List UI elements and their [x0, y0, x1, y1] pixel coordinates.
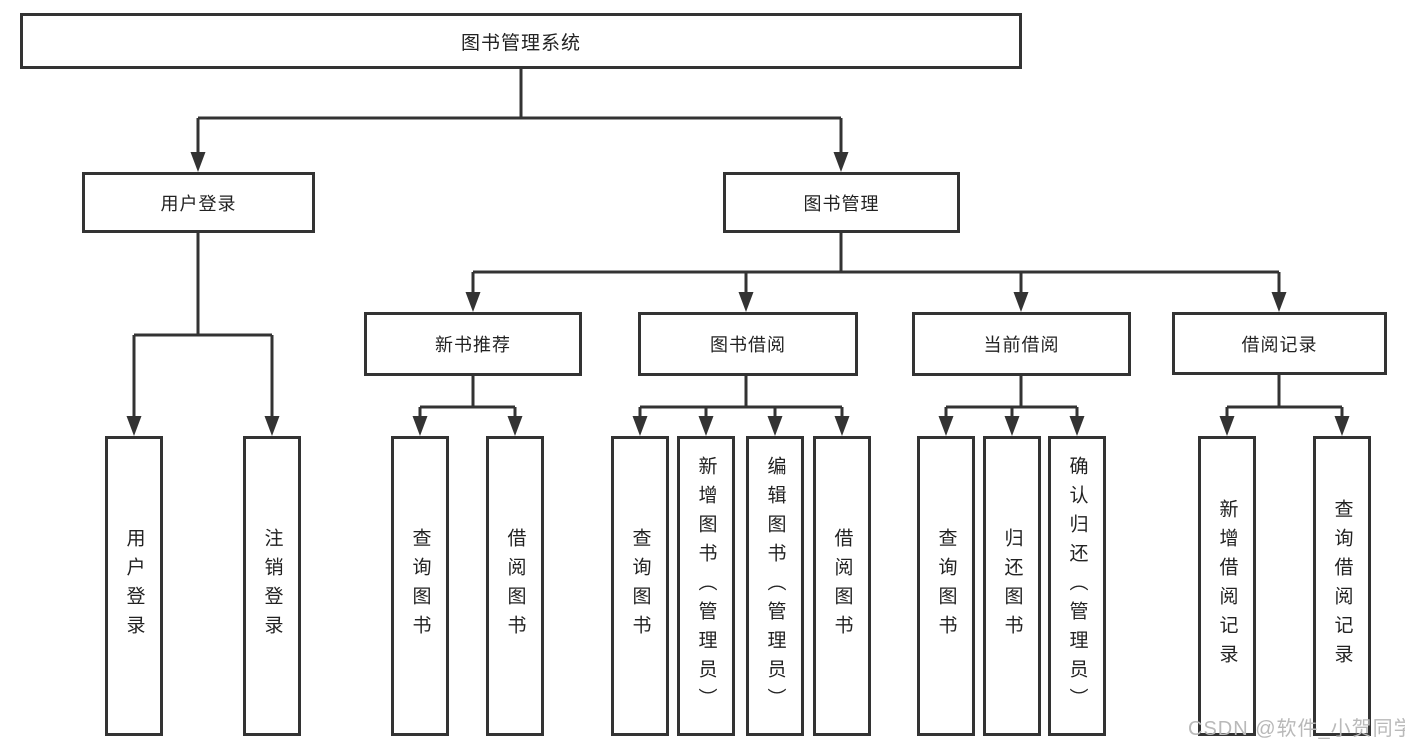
node-logout: 注销登录	[243, 436, 301, 736]
node-label: 确认归还（管理员）	[1066, 455, 1088, 717]
node-label: 归还图书	[1001, 528, 1023, 644]
node-label: 用户登录	[123, 528, 145, 644]
node-label: 新书推荐	[435, 335, 511, 355]
node-query-books-borrow: 查询图书	[611, 436, 669, 736]
node-borrow-books-borrow: 借阅图书	[813, 436, 871, 736]
node-label: 借阅图书	[504, 528, 526, 644]
node-label: 图书管理系统	[460, 32, 581, 54]
node-label: 查询图书	[629, 528, 651, 644]
node-borrow-books-recommend: 借阅图书	[486, 436, 544, 736]
node-query-books-current: 查询图书	[917, 436, 975, 736]
node-user-login-leaf: 用户登录	[105, 436, 163, 736]
node-label: 查询图书	[409, 528, 431, 644]
node-label: 用户登录	[160, 193, 237, 214]
arrowhead-icons	[126, 152, 1350, 436]
node-label: 注销登录	[261, 528, 283, 644]
node-query-books-recommend: 查询图书	[391, 436, 449, 736]
watermark: CSDN @软件_小贺同学	[1188, 718, 1405, 740]
node-query-borrow-record: 查询借阅记录	[1313, 436, 1371, 736]
node-label: 借阅图书	[831, 528, 853, 644]
node-label: 编辑图书（管理员）	[764, 455, 786, 717]
node-label: 查询借阅记录	[1331, 499, 1353, 673]
node-label: 图书管理	[803, 193, 880, 214]
node-label: 当前借阅	[983, 335, 1060, 355]
node-new-book-recommend: 新书推荐	[364, 312, 582, 376]
node-confirm-return-admin: 确认归还（管理员）	[1048, 436, 1106, 736]
node-book-borrow: 图书借阅	[638, 312, 858, 376]
node-borrow-records: 借阅记录	[1172, 312, 1387, 375]
node-label: 借阅记录	[1241, 334, 1318, 355]
node-add-book-admin: 新增图书（管理员）	[677, 436, 735, 736]
node-label: 查询图书	[935, 528, 957, 644]
node-edit-book-admin: 编辑图书（管理员）	[746, 436, 804, 736]
node-library-system: 图书管理系统	[20, 13, 1022, 69]
node-current-borrow: 当前借阅	[912, 312, 1131, 376]
node-return-books: 归还图书	[983, 436, 1041, 736]
node-label: 新增借阅记录	[1216, 499, 1238, 673]
node-user-login: 用户登录	[82, 172, 315, 233]
node-label: 图书借阅	[710, 335, 786, 355]
node-label: 新增图书（管理员）	[695, 455, 717, 717]
node-add-borrow-record: 新增借阅记录	[1198, 436, 1256, 736]
node-book-management: 图书管理	[723, 172, 960, 233]
